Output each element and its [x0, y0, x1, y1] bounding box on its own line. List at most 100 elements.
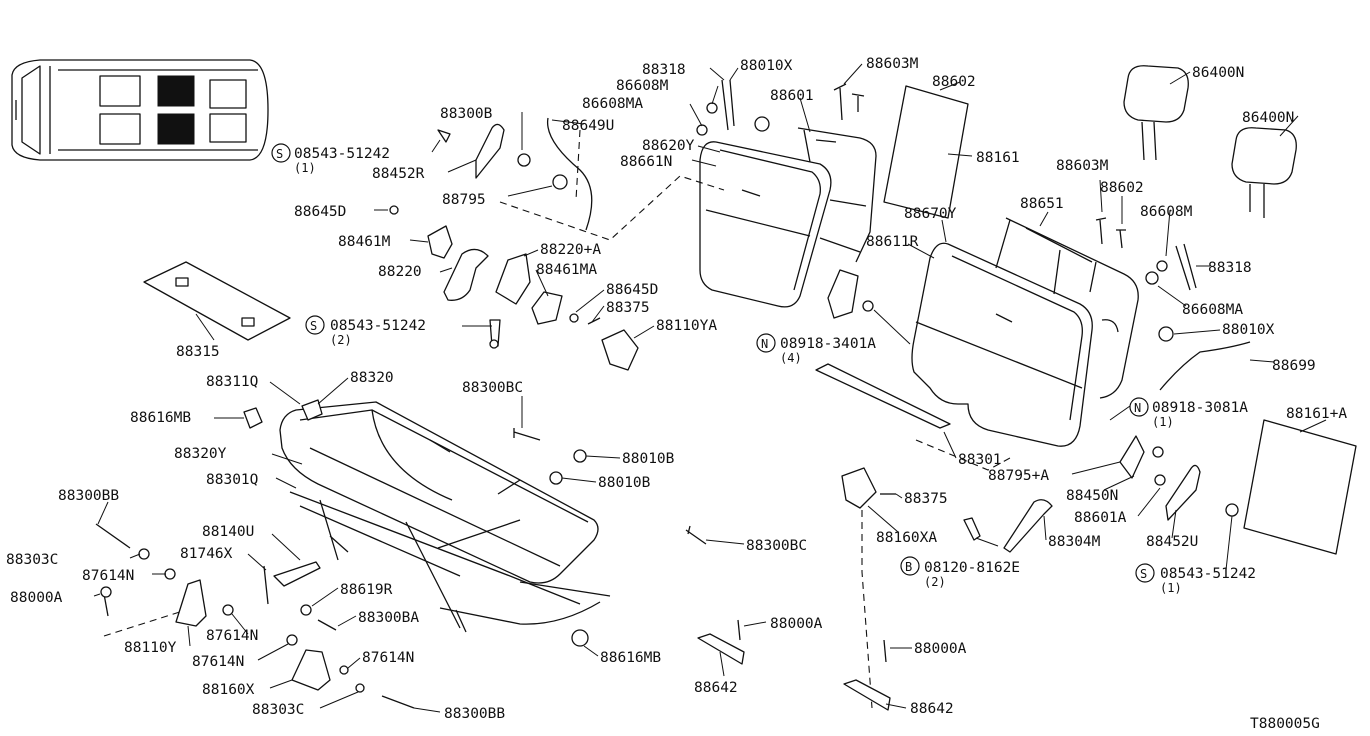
label-qty: (1) [294, 161, 316, 175]
label-88318: 88318 [642, 62, 686, 78]
label-86400N: 86400N [1192, 65, 1244, 81]
label-88452U: 88452U [1146, 534, 1198, 550]
label-qty: (2) [330, 333, 352, 347]
label-88375: 88375 [606, 300, 650, 316]
label-08120-8162E: 08120-8162E [924, 560, 1020, 576]
label-88000A: 88000A [10, 590, 63, 606]
label-88795-A: 88795+A [988, 468, 1049, 484]
label-88301: 88301 [958, 452, 1002, 468]
label-88649U: 88649U [562, 118, 614, 134]
label-88010X: 88010X [740, 58, 793, 74]
label-88645D: 88645D [294, 204, 346, 220]
label-88375: 88375 [904, 491, 948, 507]
label-88140U: 88140U [202, 524, 254, 540]
headrest-lower[interactable] [1231, 127, 1297, 218]
label-88661N: 88661N [620, 154, 672, 170]
label-88000A: 88000A [914, 641, 967, 657]
label-88699: 88699 [1272, 358, 1316, 374]
label-88300BB: 88300BB [444, 706, 505, 722]
label-88010B: 88010B [622, 451, 675, 467]
label-08918-3081A: 08918-3081A [1152, 400, 1248, 416]
cable-routes [103, 129, 1011, 709]
label-87614N: 87614N [82, 568, 134, 584]
label-88161-A: 88161+A [1286, 406, 1347, 422]
label-88318: 88318 [1208, 260, 1252, 276]
label-88603M: 88603M [1056, 158, 1109, 174]
circle-symbols: S S N N B S [271, 143, 1155, 583]
label-qty: (1) [1152, 415, 1174, 429]
label-88303C: 88303C [252, 702, 304, 718]
label-88161: 88161 [976, 150, 1020, 166]
label-88616MB: 88616MB [130, 410, 191, 426]
vehicle-locator-icon [11, 59, 269, 161]
label-88304M: 88304M [1048, 534, 1101, 550]
label-88642: 88642 [910, 701, 954, 717]
label-88642: 88642 [694, 680, 738, 696]
label-88220-A: 88220+A [540, 242, 601, 258]
label-88602: 88602 [932, 74, 976, 90]
label-86608MA: 86608MA [1182, 302, 1243, 318]
label-88010B: 88010B [598, 475, 651, 491]
label-88301Q: 88301Q [206, 472, 258, 488]
label-88670Y: 88670Y [904, 206, 957, 222]
label-qty: (1) [1160, 581, 1182, 595]
label-86608M: 86608M [616, 78, 669, 94]
label-88601: 88601 [770, 88, 814, 104]
label-88320Y: 88320Y [174, 446, 227, 462]
symbol-s: S [1140, 567, 1147, 581]
label-88461M: 88461M [338, 234, 391, 250]
label-88300BA: 88300BA [358, 610, 419, 626]
label-88110YA: 88110YA [656, 318, 717, 334]
label-88619R: 88619R [340, 582, 393, 598]
label-qty: (2) [924, 575, 946, 589]
label-88620Y: 88620Y [642, 138, 695, 154]
label-88611R: 88611R [866, 234, 919, 250]
floor-pad[interactable] [143, 261, 291, 341]
symbol-s: S [310, 319, 317, 333]
seat-back-right[interactable] [911, 217, 1139, 447]
symbol-b: B [905, 560, 912, 574]
label-86400N: 86400N [1242, 110, 1294, 126]
label-88160XA: 88160XA [876, 530, 937, 546]
seat-back-left[interactable] [699, 127, 877, 308]
label-88452R: 88452R [372, 166, 425, 182]
label-88300BC: 88300BC [462, 380, 523, 396]
leader-lines [93, 63, 1327, 713]
label-88315: 88315 [176, 344, 220, 360]
label-88450N: 88450N [1066, 488, 1118, 504]
label-87614N: 87614N [362, 650, 414, 666]
label-88601A: 88601A [1074, 510, 1127, 526]
label-88300BC: 88300BC [746, 538, 807, 554]
symbol-n: N [1134, 401, 1141, 415]
label-87614N: 87614N [192, 654, 244, 670]
part-labels: 86400N 86400N 88318 88010X 88603M 88602 … [6, 56, 1347, 722]
label-86608M: 86608M [1140, 204, 1193, 220]
hardware-parts [95, 79, 1251, 711]
symbol-s: S [276, 147, 283, 161]
label-88320: 88320 [350, 370, 394, 386]
label-88010X: 88010X [1222, 322, 1275, 338]
label-88645D: 88645D [606, 282, 658, 298]
label-88300BB: 88300BB [58, 488, 119, 504]
symbol-n: N [761, 337, 768, 351]
back-board-pad[interactable] [883, 85, 969, 219]
seat-cushion[interactable] [279, 401, 611, 633]
label-08918-3401A: 08918-3401A [780, 336, 876, 352]
headrest-upper[interactable] [1123, 65, 1189, 161]
label-88303C: 88303C [6, 552, 58, 568]
label-88000A: 88000A [770, 616, 823, 632]
label-88300B: 88300B [440, 106, 493, 122]
label-86608MA: 86608MA [582, 96, 643, 112]
label-88616MB: 88616MB [600, 650, 661, 666]
label-81746X: 81746X [180, 546, 233, 562]
back-board-pad-right[interactable] [1243, 419, 1357, 555]
label-88160X: 88160X [202, 682, 255, 698]
label-08543-51242: 08543-51242 [294, 146, 390, 162]
diagram-id: T880005G [1250, 716, 1320, 732]
label-88651: 88651 [1020, 196, 1064, 212]
label-qty: (4) [780, 351, 802, 365]
label-88311Q: 88311Q [206, 374, 258, 390]
label-88602: 88602 [1100, 180, 1144, 196]
label-87614N: 87614N [206, 628, 258, 644]
